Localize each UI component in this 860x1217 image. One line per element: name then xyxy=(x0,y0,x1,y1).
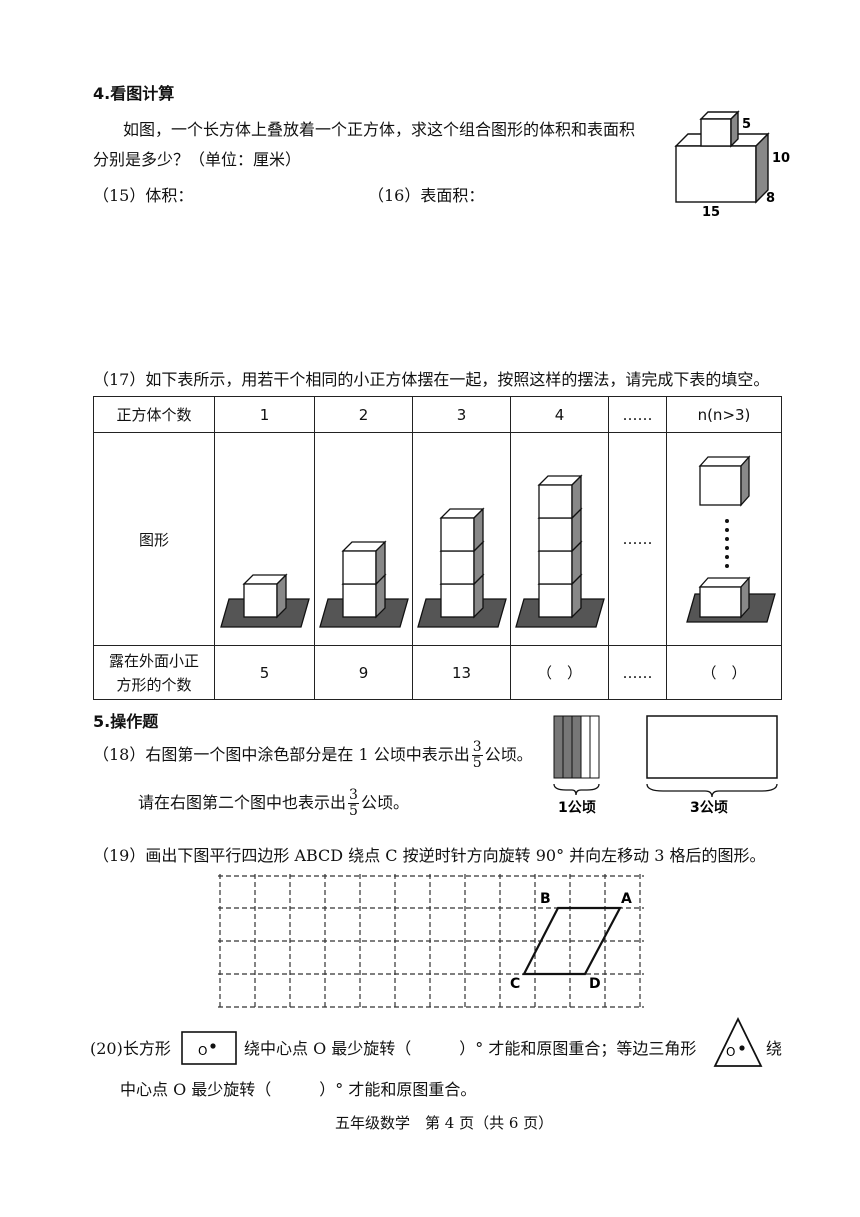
label-cube-edge: 5 xyxy=(742,117,751,132)
small-cube xyxy=(537,474,583,520)
exposed-cell: 13 xyxy=(412,645,511,700)
combined-solid-figure: 5 10 8 15 xyxy=(674,110,790,220)
question-20-line2: 中心点 O 最少旋转（ ）° 才能和原图重合。 xyxy=(120,1080,477,1099)
header-exposed-squares: 露在外面小正 方形的个数 xyxy=(93,645,215,700)
exposed-answer-blank[interactable]: （ ） xyxy=(510,645,609,700)
cube-front-face xyxy=(440,517,475,552)
point-label-a: A xyxy=(621,891,632,907)
exposed-cell: 9 xyxy=(314,645,413,700)
fraction-denominator: 5 xyxy=(472,755,482,771)
figure-cell xyxy=(314,432,413,646)
label-height: 10 xyxy=(772,151,790,166)
section-4-title: 4.看图计算 xyxy=(93,84,175,103)
rectangle-with-center-icon: O xyxy=(181,1031,237,1065)
page-footer: 五年级数学 第 4 页（共 6 页） xyxy=(335,1114,554,1132)
question-20-line1: (20)长方形 xyxy=(90,1038,171,1060)
cube-stack-n-figure xyxy=(686,455,776,623)
small-cube xyxy=(242,573,288,619)
exposed-cell: 5 xyxy=(214,645,315,700)
parallelogram-abcd xyxy=(522,906,622,976)
q18-text: （18）右图第一个图中涂色部分是在 1 公顷中表示出 xyxy=(93,745,470,764)
table-row-counts: 正方体个数 1 2 3 4 …… n(n>3) xyxy=(93,396,782,433)
fraction-numerator: 3 xyxy=(471,739,483,756)
cube-stacking-table: 正方体个数 1 2 3 4 …… n(n>3) 图形 …… xyxy=(93,396,782,700)
exposed-answer-blank[interactable]: （ ） xyxy=(666,645,782,700)
q20-rectangle-text: (20)长方形 xyxy=(90,1039,171,1058)
cube-stack-figure xyxy=(417,507,507,628)
question-20-text-end: 绕 xyxy=(766,1039,783,1058)
label-depth: 8 xyxy=(766,191,775,206)
cube-side-face xyxy=(473,507,484,553)
problem-text-line1: 如图，一个长方体上叠放着一个正方体，求这个组合图形的体积和表面积 xyxy=(123,120,636,139)
small-cube xyxy=(341,540,387,586)
cube-side-face xyxy=(276,573,287,619)
point-label-b: B xyxy=(540,891,551,907)
count-cell: 2 xyxy=(314,396,413,433)
count-cell: 4 xyxy=(510,396,609,433)
count-cell: 1 xyxy=(214,396,315,433)
triangle-center-label: O xyxy=(726,1045,735,1059)
fraction-numerator: 3 xyxy=(348,787,359,804)
header-figure: 图形 xyxy=(93,432,215,646)
cube-stack-figure xyxy=(515,474,605,628)
figure-cell xyxy=(510,432,609,646)
q18-text-2: 请在右图第二个图中也表示出 xyxy=(138,793,347,812)
q18-unit-2: 公顷。 xyxy=(360,793,409,812)
cube-stack-figure xyxy=(220,573,310,628)
cube-front-face xyxy=(538,550,573,585)
label-1-hectare: 1公顷 xyxy=(558,800,596,816)
cube-front-face xyxy=(538,484,573,519)
header-exposed-line1: 露在外面小正 xyxy=(108,651,199,670)
question-17-prompt: （17）如下表所示，用若干个相同的小正方体摆在一起，按照这样的摆法，请完成下表的… xyxy=(93,370,770,389)
small-cube xyxy=(439,507,485,553)
fraction-denominator: 5 xyxy=(349,803,358,819)
count-cell: n(n>3) xyxy=(666,396,782,433)
cube-front-face xyxy=(243,583,278,618)
section-5-title: 5.操作题 xyxy=(93,712,159,731)
cube-front-face xyxy=(538,517,573,552)
figure-ellipsis-cell: …… xyxy=(608,432,667,646)
question-16-label: （16）表面积： xyxy=(368,186,485,205)
table-row-exposed: 露在外面小正 方形的个数 5 9 13 （ ） …… （ ） xyxy=(93,645,782,700)
question-19-prompt: （19）画出下图平行四边形 ABCD 绕点 C 按逆时针方向旋转 90° 并向左… xyxy=(93,846,766,865)
parallelogram-grid[interactable]: A B C D xyxy=(218,872,648,1012)
answer-rectangle-3-hectares[interactable] xyxy=(646,715,778,779)
label-length: 15 xyxy=(702,205,720,220)
header-cube-count: 正方体个数 xyxy=(93,396,215,433)
cube-front-face xyxy=(538,583,573,618)
figure-cell-n xyxy=(666,432,782,646)
cube-front-face xyxy=(440,583,475,618)
question-20-text-middle: 绕中心点 O 最少旋转（ ）° 才能和原图重合；等边三角形 xyxy=(244,1039,697,1058)
figure-cell xyxy=(412,432,511,646)
header-exposed-line2: 方形的个数 xyxy=(116,675,192,694)
exposed-cell: …… xyxy=(608,645,667,700)
label-3-hectares: 3公顷 xyxy=(690,800,728,816)
rectangle-center-label: O xyxy=(198,1044,207,1058)
hectare-figures: 1公顷 3公顷 xyxy=(553,715,778,816)
count-cell: 3 xyxy=(412,396,511,433)
table-row-figures: 图形 …… xyxy=(93,432,782,646)
triangle-with-center-icon: O xyxy=(713,1016,763,1067)
q18-unit: 公顷。 xyxy=(484,745,533,764)
point-label-c: C xyxy=(510,976,520,992)
cube-stack-figure xyxy=(319,540,409,628)
figure-cell xyxy=(214,432,315,646)
question-15-label: （15）体积： xyxy=(93,186,194,205)
cube-front-face xyxy=(440,550,475,585)
count-cell: …… xyxy=(608,396,667,433)
cube-side-face xyxy=(571,474,582,520)
cube-front-face xyxy=(342,583,377,618)
cube-front-face xyxy=(342,550,377,585)
problem-text-line2: 分别是多少？（单位：厘米） xyxy=(93,150,302,169)
cube-side-face xyxy=(375,540,386,586)
point-label-d: D xyxy=(589,976,601,992)
